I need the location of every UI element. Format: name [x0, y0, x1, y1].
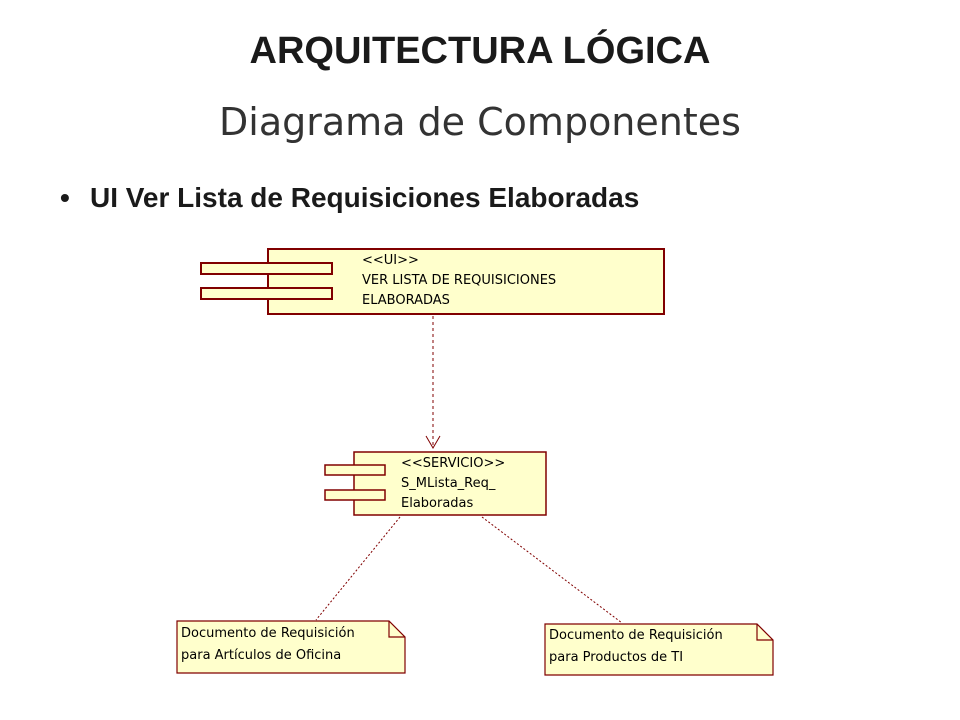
slide-subtitle: Diagrama de Componentes	[219, 100, 741, 144]
ui-component: <<UI>> VER LISTA DE REQUISICIONES ELABOR…	[200, 248, 665, 315]
ui-component-stereotype: <<UI>>	[362, 253, 419, 268]
ui-component-port-bottom-icon	[200, 287, 333, 300]
note-left-connector	[315, 516, 401, 621]
bullet-text: UI Ver Lista de Requisiciones Elaboradas	[90, 182, 640, 213]
note-left-line1: Documento de Requisición	[181, 626, 355, 641]
service-component-stereotype: <<SERVICIO>>	[401, 456, 505, 471]
service-component-body	[353, 451, 547, 516]
note-left: Documento de Requisición para Artículos …	[176, 620, 406, 674]
note-left-fold-icon	[388, 621, 405, 638]
ui-component-name-line1: VER LISTA DE REQUISICIONES	[362, 273, 556, 288]
service-component-port-top-icon	[324, 464, 386, 476]
service-component: <<SERVICIO>> S_MLista_Req_ Elaboradas	[324, 451, 547, 516]
bullet-item: • UI Ver Lista de Requisiciones Elaborada…	[60, 182, 639, 214]
note-left-line2: para Artículos de Oficina	[181, 648, 341, 663]
note-left-body	[176, 620, 406, 674]
service-component-name-line2: Elaboradas	[401, 496, 474, 511]
service-component-port-bottom-icon	[324, 489, 386, 501]
note-right-body	[544, 623, 774, 676]
bullet-dot-icon: •	[60, 182, 70, 213]
dependency-arrow	[425, 316, 441, 449]
dependency-arrowhead-icon	[425, 435, 441, 449]
note-right: Documento de Requisición para Productos …	[544, 623, 774, 676]
slide-title: ARQUITECTURA LÓGICA	[249, 30, 711, 72]
service-component-name-line1: S_MLista_Req_	[401, 476, 496, 491]
ui-component-port-top-icon	[200, 262, 333, 275]
note-right-line1: Documento de Requisición	[549, 628, 723, 643]
ui-component-name-line2: ELABORADAS	[362, 293, 450, 308]
note-right-connector	[481, 516, 623, 624]
ui-component-body	[267, 248, 665, 315]
note-right-fold-icon	[756, 624, 773, 641]
note-right-line2: para Productos de TI	[549, 650, 683, 665]
